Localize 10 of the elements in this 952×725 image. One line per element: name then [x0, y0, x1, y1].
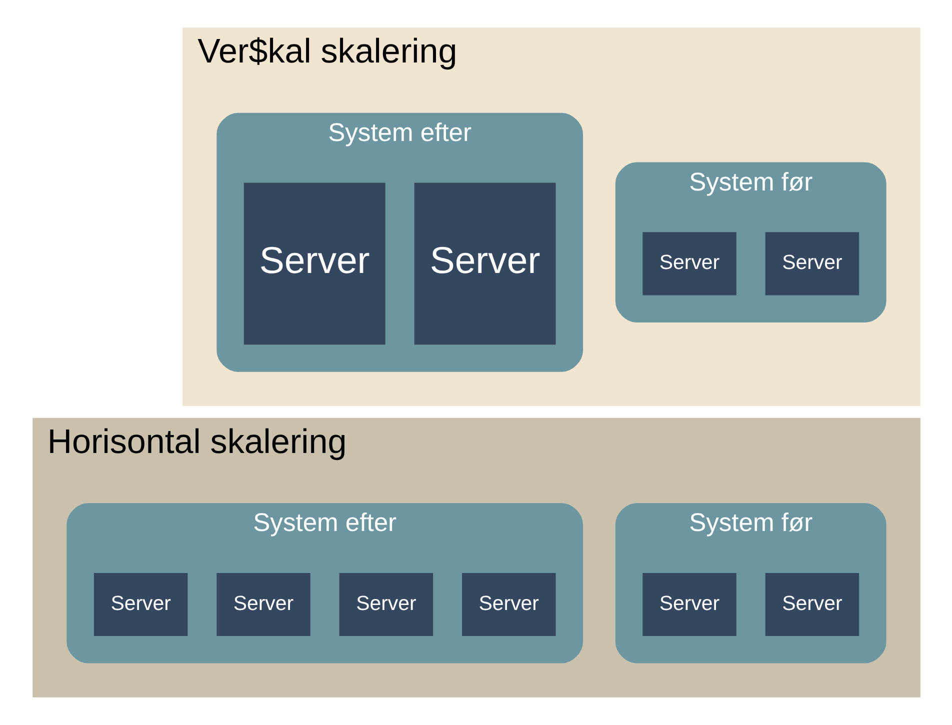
node-box: Server — [338, 572, 433, 636]
node-box: Server — [243, 182, 385, 345]
node-box: Server — [642, 232, 736, 296]
node-box: Server — [764, 232, 859, 296]
node-box: Server — [764, 572, 859, 636]
node-box: Server — [462, 572, 556, 636]
node-box: Server — [414, 182, 556, 345]
node-box: Server — [642, 572, 736, 636]
node-box: Server — [216, 572, 310, 636]
node-box: Server — [93, 572, 188, 636]
